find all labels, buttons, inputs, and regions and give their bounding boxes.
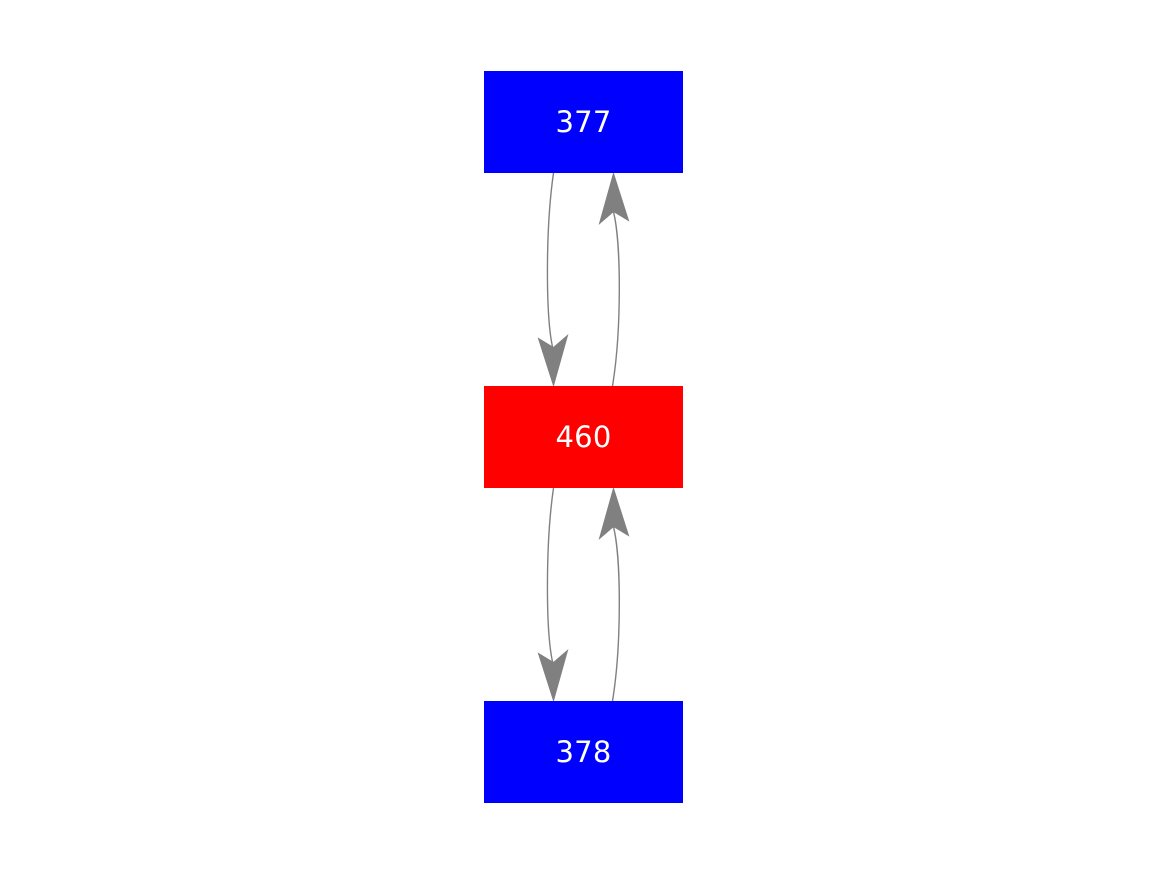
node-460-label: 460 bbox=[555, 419, 612, 454]
edge-460-to-377[interactable] bbox=[598, 171, 630, 387]
edge-377-to-460-line bbox=[546, 172, 555, 350]
node-377-label: 377 bbox=[555, 104, 612, 139]
edge-377-to-460-arrowhead bbox=[537, 334, 569, 388]
node-377[interactable]: 377 bbox=[484, 71, 683, 173]
edge-378-to-460-line bbox=[611, 524, 621, 702]
node-378-label: 378 bbox=[555, 734, 612, 769]
node-460[interactable]: 460 bbox=[484, 386, 683, 488]
edge-378-to-460-arrowhead bbox=[598, 486, 630, 540]
edge-460-to-378-arrowhead bbox=[537, 649, 569, 703]
edge-377-to-460[interactable] bbox=[537, 172, 569, 388]
node-378[interactable]: 378 bbox=[484, 701, 683, 803]
edge-460-to-378[interactable] bbox=[537, 487, 569, 703]
edge-460-to-377-line bbox=[611, 209, 621, 387]
edge-378-to-460[interactable] bbox=[598, 486, 630, 702]
edge-460-to-377-arrowhead bbox=[598, 171, 630, 225]
edge-460-to-378-line bbox=[546, 487, 555, 665]
